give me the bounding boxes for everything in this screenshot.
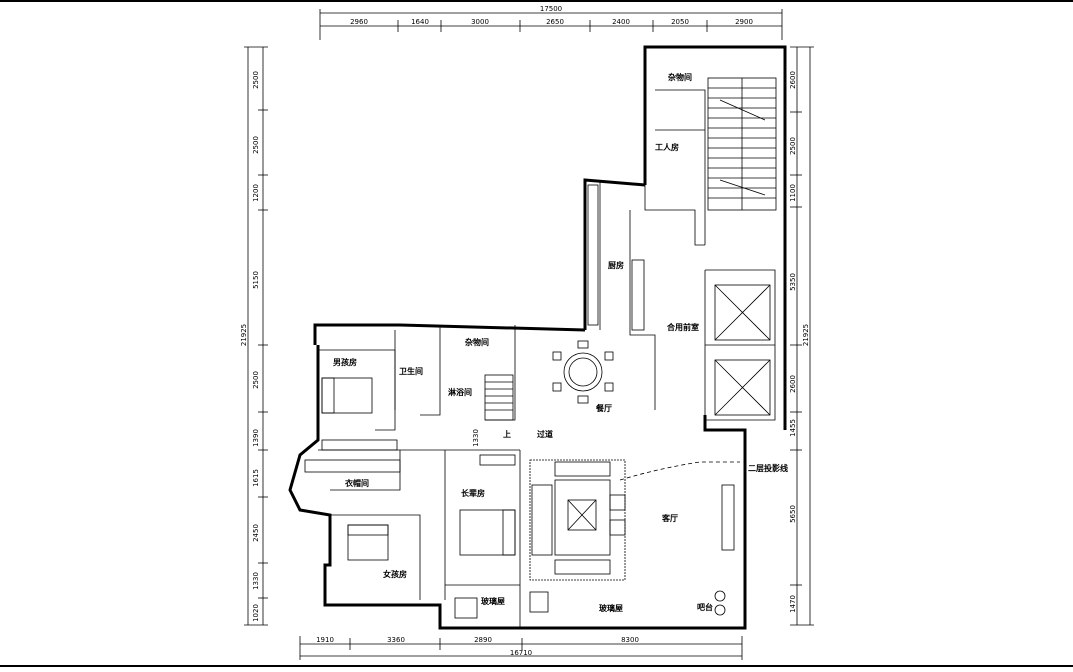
right-dim-8: 1470 xyxy=(789,595,797,613)
left-dim-5: 2500 xyxy=(252,371,260,389)
top-dim-3: 3000 xyxy=(471,18,489,26)
main-staircase xyxy=(707,77,777,211)
right-dimension-labels: 2600 2500 1100 5350 2600 1455 5650 1470 … xyxy=(789,71,810,613)
kitchen-counter xyxy=(587,184,645,331)
bottom-dimension-lines xyxy=(299,636,743,660)
top-dim-7: 2900 xyxy=(735,18,753,26)
room-label-bathroom: 卫生间 xyxy=(399,366,423,376)
second-floor-projection-line xyxy=(619,461,740,481)
left-dim-8: 2450 xyxy=(252,524,260,542)
wardrobe-rows xyxy=(304,439,516,473)
room-label-bar-counter: 吧台 xyxy=(697,602,713,612)
girls-room-bed xyxy=(347,524,389,561)
interior-dimension: 1330 xyxy=(472,429,480,447)
interior-walls xyxy=(318,89,776,628)
left-dim-3: 1200 xyxy=(252,184,260,202)
top-dim-5: 2400 xyxy=(612,18,630,26)
left-dim-1: 2500 xyxy=(252,71,260,89)
room-label-corridor: 过道 xyxy=(537,429,553,439)
room-label-storage-top: 杂物间 xyxy=(668,72,692,82)
right-dimension-lines xyxy=(790,46,814,626)
room-label-shower-room: 淋浴间 xyxy=(448,387,472,397)
room-label-elder-room: 长辈房 xyxy=(461,488,485,498)
room-label-glass-room-left: 玻璃屋 xyxy=(481,596,505,606)
right-total-dimension: 21925 xyxy=(802,324,810,346)
left-dim-4: 5150 xyxy=(252,271,260,289)
left-dim-9: 1330 xyxy=(252,572,260,590)
room-label-boys-room: 男孩房 xyxy=(333,357,357,367)
top-total-dimension: 17500 xyxy=(540,5,562,13)
bottom-dim-4: 8300 xyxy=(621,636,639,644)
bottom-dim-1: 1910 xyxy=(316,636,334,644)
elevator-1 xyxy=(714,284,771,341)
bottom-frame-line xyxy=(0,665,1073,667)
bottom-dim-2: 3360 xyxy=(387,636,405,644)
room-label-stair-up: 上 xyxy=(503,429,511,439)
left-dim-7: 1615 xyxy=(252,469,260,487)
top-frame-line xyxy=(0,0,1073,2)
right-dim-7: 5650 xyxy=(789,505,797,523)
tv-cabinet xyxy=(721,484,735,551)
top-dim-6: 2050 xyxy=(671,18,689,26)
left-dim-10: 1020 xyxy=(252,604,260,622)
room-label-kitchen: 厨房 xyxy=(608,260,624,270)
left-dimension-labels: 2500 2500 1200 5150 2500 1390 1615 2450 … xyxy=(240,71,260,622)
room-label-girls-room: 女孩房 xyxy=(383,569,407,579)
top-dim-1: 2960 xyxy=(350,18,368,26)
living-sofa-set xyxy=(529,459,626,581)
interior-staircase xyxy=(484,374,514,421)
room-label-cloakroom: 衣帽间 xyxy=(345,478,369,488)
elevator-2 xyxy=(714,359,771,416)
right-dim-3: 1100 xyxy=(789,184,797,202)
right-dim-1: 2600 xyxy=(789,71,797,89)
label-second-floor-line: 二层投影线 xyxy=(748,463,788,473)
room-label-living-room: 客厅 xyxy=(661,513,678,523)
dining-table xyxy=(552,340,614,404)
top-dim-2: 1640 xyxy=(411,18,429,26)
bottom-total-dimension: 16710 xyxy=(510,649,532,657)
boys-room-bed xyxy=(321,377,373,414)
right-dim-5: 2600 xyxy=(789,375,797,393)
left-dim-2: 2500 xyxy=(252,136,260,154)
room-label-storage-mid: 杂物间 xyxy=(465,337,489,347)
bottom-dim-3: 2890 xyxy=(474,636,492,644)
top-dimension-lines xyxy=(319,9,783,40)
exterior-walls xyxy=(288,45,787,630)
left-total-dimension: 21925 xyxy=(240,324,248,346)
left-dim-6: 1390 xyxy=(252,429,260,447)
right-dim-4: 5350 xyxy=(789,273,797,291)
room-label-shared-lobby: 合用前室 xyxy=(666,322,699,332)
right-dim-2: 2500 xyxy=(789,137,797,155)
elder-room-bed xyxy=(459,509,516,556)
room-label-glass-room-right: 玻璃屋 xyxy=(599,603,623,613)
left-dimension-lines xyxy=(244,46,268,626)
room-label-worker-room: 工人房 xyxy=(655,142,679,152)
top-dim-4: 2650 xyxy=(546,18,564,26)
glass-room-chairs xyxy=(454,590,726,619)
room-label-dining: 餐厅 xyxy=(595,403,612,413)
right-dim-6: 1455 xyxy=(789,419,797,437)
